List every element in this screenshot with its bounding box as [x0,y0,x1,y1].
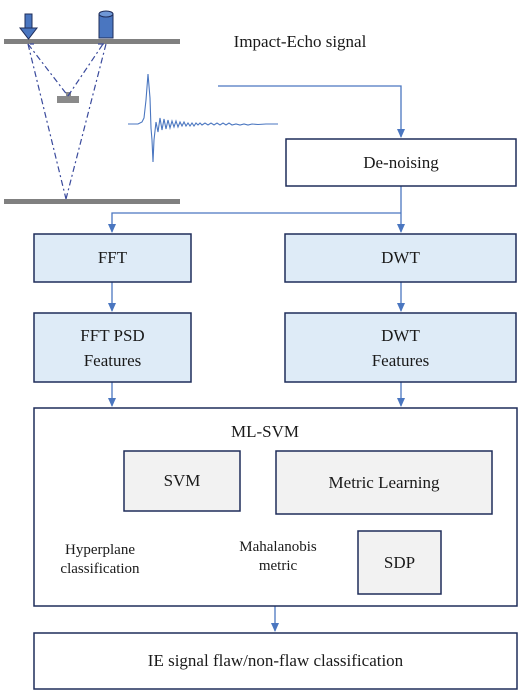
fft-text: FFT [97,248,128,267]
fft-features-box [33,312,192,383]
denoising-label: De-noising [286,139,516,186]
dwt-text: DWT [381,248,420,267]
sdp-label: SDP [358,531,441,594]
echo-signal-waveform [128,73,278,163]
internal-flaw [57,96,79,103]
svm-text: SVM [163,471,201,490]
sdp-box [357,530,442,595]
mahalanobis-line1: Mahalanobis [239,539,317,555]
fft-box [33,233,192,283]
svm-box [123,450,241,512]
metric-learning-label: Metric Learning [276,451,492,514]
top-plate [4,39,180,44]
output-box [33,632,518,690]
hyperplane-line1: Hyperplane [65,542,135,558]
denoising-text: De-noising [363,152,439,172]
arrow-signal-to-denoising [218,85,405,138]
boxes [33,138,518,690]
mahalanobis-line2: metric [258,558,298,574]
sdp-text: SDP [383,552,416,572]
dwt-features-label: DWT Features [285,313,516,382]
bottom-plate [4,199,180,204]
dwt-features-line2: Features [371,350,430,370]
ml-svm-title: ML-SVM [230,422,299,441]
hyperplane-label: Hyperplane classification [40,541,160,579]
svm-label: SVM [124,451,240,511]
fft-features-line2: Features [83,350,142,370]
hyperplane-line2: classification [60,561,140,577]
sensor-icon [98,10,114,39]
dwt-features-box [284,312,517,383]
dwt-features-line1: DWT [381,325,420,345]
fft-label: FFT [34,234,191,282]
arrow-split-to-fft [108,212,401,233]
metric-learning-text: Metric Learning [328,472,440,492]
metric-learning-box [275,450,493,515]
dwt-box [284,233,517,283]
diagram-title: Impact-Echo signal [233,32,367,51]
impactor-arrow-icon [18,13,39,40]
denoising-box [285,138,517,187]
output-text: IE signal flaw/non-flaw classification [147,651,404,670]
output-label: IE signal flaw/non-flaw classification [34,633,517,689]
fft-features-label: FFT PSD Features [34,313,191,382]
dwt-label: DWT [285,234,516,282]
impact-echo-schematic [4,10,278,204]
wave-paths [27,43,107,200]
mahalanobis-label: Mahalanobis metric [218,538,338,576]
fft-features-line1: FFT PSD [80,325,145,345]
